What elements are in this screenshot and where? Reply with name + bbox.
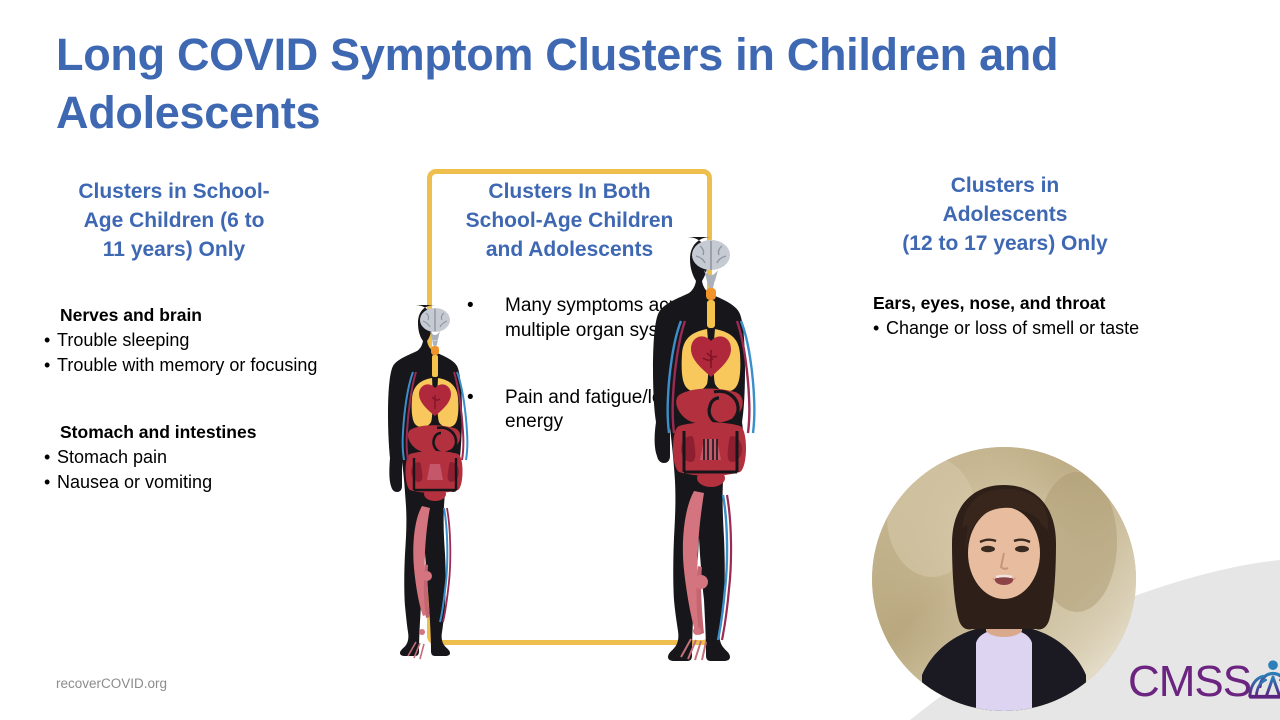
heading-line-3: and Adolescents <box>485 237 654 261</box>
cmss-logo: CMSS <box>1128 654 1280 710</box>
presenter-video-thumbnail[interactable] <box>872 447 1136 711</box>
bullet-dot-icon: • <box>467 386 474 408</box>
column-heading-both: Clusters In Both School-Age Children and… <box>427 168 712 264</box>
footer-url: recoverCOVID.org <box>56 676 168 691</box>
column-both-groups: Clusters In Both School-Age Children and… <box>427 168 712 435</box>
school-age-child-anatomy-figure <box>382 302 488 666</box>
list-item: • Pain and fatigue/low energy <box>467 386 712 435</box>
group-title-ent: Ears, eyes, nose, and throat <box>873 293 1106 314</box>
list-item-label: Nausea or vomiting <box>57 472 213 493</box>
heading-line-2: School-Age Children <box>465 208 674 232</box>
bullet-dot-icon: • <box>873 317 880 338</box>
heading-line-3: (12 to 17 years) Only <box>902 231 1108 255</box>
cmss-person-fan-icon <box>1247 658 1280 707</box>
heading-line-2: Age Children (6 to <box>83 208 265 232</box>
bullet-dot-icon: • <box>44 472 51 493</box>
column-heading-school-age: Clusters in School- Age Children (6 to 1… <box>54 178 294 264</box>
list-item-label: Stomach pain <box>57 446 168 467</box>
bullet-dot-icon: • <box>44 355 51 376</box>
group-stomach-and-intestines: Stomach and intestines • Stomach pain • … <box>44 421 394 496</box>
list-item-label: Change or loss of smell or taste <box>886 317 1140 338</box>
column-adolescents-only: Clusters in Adolescents (12 to 17 years)… <box>855 172 1155 341</box>
list-item-label: Many symptoms across multiple organ syst… <box>505 295 705 341</box>
heading-line-2: Adolescents <box>942 202 1068 226</box>
cmss-wordmark: CMSS <box>1128 657 1252 706</box>
heading-line-1: Clusters in <box>950 174 1060 197</box>
group-title-nerves: Nerves and brain <box>60 305 202 326</box>
bullet-dot-icon: • <box>44 446 51 467</box>
list-item: • Nausea or vomiting <box>44 470 394 496</box>
heading-line-3: 11 years) Only <box>102 237 246 261</box>
list-item: • Trouble sleeping <box>44 328 394 354</box>
group-title-stomach: Stomach and intestines <box>60 422 257 443</box>
heading-line-1: Clusters in School- <box>78 180 270 203</box>
bullet-dot-icon: • <box>467 295 474 317</box>
center-bullet-list: • Many symptoms across multiple organ sy… <box>427 294 712 435</box>
list-item-label: Trouble with memory or focusing <box>57 355 318 376</box>
column-heading-adolescents: Clusters in Adolescents (12 to 17 years)… <box>855 172 1155 258</box>
group-nerves-and-brain: Nerves and brain • Trouble sleeping • Tr… <box>44 304 394 379</box>
group-ears-eyes-nose-throat: Ears, eyes, nose, and throat • Change or… <box>855 292 1155 341</box>
page-title: Long COVID Symptom Clusters in Children … <box>56 29 1059 138</box>
list-item: • Many symptoms across multiple organ sy… <box>467 294 712 343</box>
list-item-label: Trouble sleeping <box>57 329 190 350</box>
bullet-dot-icon: • <box>44 329 51 350</box>
list-item: • Trouble with memory or focusing <box>44 353 394 379</box>
list-item: • Stomach pain <box>44 445 394 471</box>
list-item-label: Pain and fatigue/low energy <box>505 386 677 433</box>
adolescent-anatomy-figure <box>645 233 777 667</box>
column-school-age-only: Clusters in School- Age Children (6 to 1… <box>44 178 394 496</box>
list-item: • Change or loss of smell or taste <box>873 316 1155 342</box>
heading-line-1: Clusters In Both <box>488 180 651 203</box>
